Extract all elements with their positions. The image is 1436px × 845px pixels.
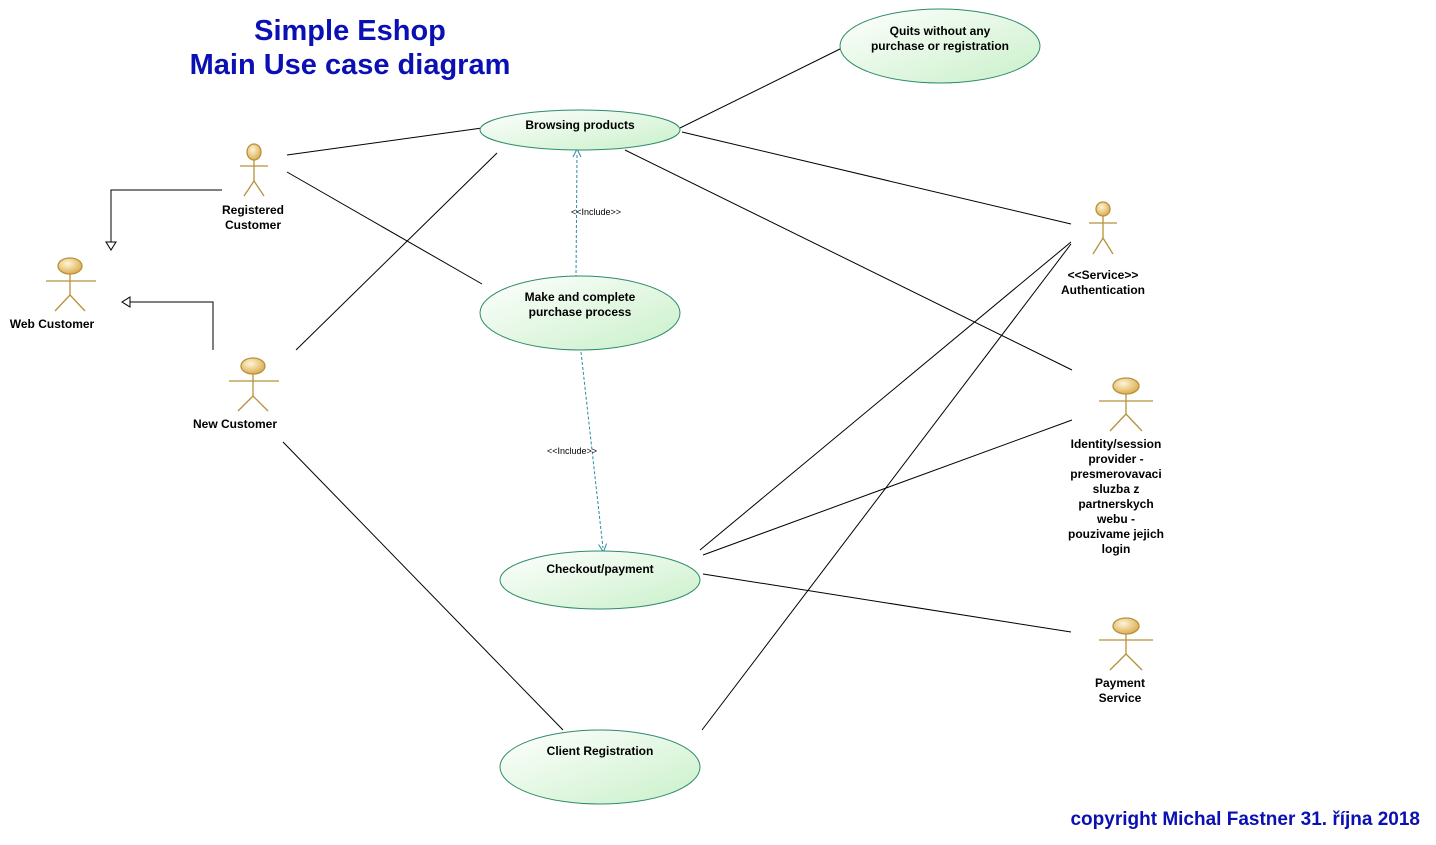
actor-payment-service-label: Payment Service	[1070, 676, 1170, 706]
gen-new-web	[130, 301, 214, 350]
usecase-purchase-line-1: Make and complete	[524, 290, 636, 304]
include-purchase-checkout	[580, 351, 603, 548]
usecase-checkout-line-1: Checkout/payment	[546, 562, 654, 576]
actor-web-customer-line-1: Web Customer	[9, 317, 95, 331]
actor-identity-provider-line-3: presmerovavaci	[1070, 467, 1162, 481]
usecase-browsing-line-1: Browsing products	[525, 118, 635, 132]
generalization-lines	[105, 189, 222, 350]
usecase-purchase[interactable]	[479, 275, 681, 351]
actor-identity-provider-figure[interactable]	[1099, 377, 1153, 432]
actor-identity-provider-line-2: provider -	[1088, 452, 1144, 466]
actor-authentication-figure[interactable]	[1089, 201, 1117, 255]
actor-payment-service-figure[interactable]	[1099, 617, 1153, 671]
actor-payment-service-line-1: Payment	[1094, 676, 1146, 690]
actor-authentication-line-1: <<Service>>	[1067, 268, 1139, 282]
title-line-1: Simple Eshop	[254, 15, 446, 47]
actor-registered-customer-label: Registered Customer	[203, 203, 303, 233]
usecase-registration-label: Client Registration	[500, 744, 700, 759]
actor-new-customer-figure[interactable]	[229, 357, 279, 412]
actor-identity-provider-line-5: partnerskych	[1078, 497, 1154, 511]
usecase-purchase-line-2: purchase process	[528, 305, 632, 319]
usecase-checkout-label: Checkout/payment	[500, 562, 700, 577]
include-purchase-browsing	[576, 153, 577, 279]
actor-new-customer-label: New Customer	[180, 417, 290, 432]
usecase-quits[interactable]	[839, 8, 1041, 84]
association-lines	[282, 47, 1073, 731]
include-label-2: <<Include>>	[547, 446, 598, 456]
gen-arrowhead-2	[121, 296, 131, 308]
assoc-new-registration	[282, 441, 564, 731]
assoc-registered-browsing	[286, 127, 483, 156]
assoc-checkout-auth	[699, 241, 1072, 551]
include-lines	[576, 153, 603, 548]
diagram-title: Simple Eshop Main Use case diagram	[150, 14, 550, 82]
assoc-checkout-payment	[702, 573, 1072, 633]
gen-arrowhead-1	[105, 241, 117, 251]
actor-web-customer-label: Web Customer	[2, 317, 102, 332]
actor-identity-provider-line-7: pouzivame jejich	[1067, 527, 1165, 541]
usecase-quits-label: Quits without any purchase or registrati…	[840, 24, 1040, 54]
title-line-2: Main Use case diagram	[189, 49, 511, 81]
usecase-checkout[interactable]	[499, 550, 701, 610]
actor-identity-provider-line-1: Identity/session	[1070, 437, 1162, 451]
usecase-quits-line-2: purchase or registration	[870, 39, 1010, 53]
assoc-browsing-identity	[624, 149, 1073, 371]
include-label-1: <<Include>>	[571, 207, 622, 217]
actor-identity-provider-line-4: sluzba z	[1092, 482, 1140, 496]
usecase-browsing[interactable]	[479, 109, 681, 151]
actor-authentication-label: <<Service>> Authentication	[1043, 268, 1163, 298]
actor-registered-customer-line-2: Customer	[224, 218, 281, 232]
usecase-browsing-label: Browsing products	[480, 118, 680, 133]
usecase-quits-line-1: Quits without any	[889, 24, 991, 38]
actor-registered-customer-figure[interactable]	[240, 143, 268, 197]
usecase-registration-line-1: Client Registration	[546, 744, 654, 758]
actor-identity-provider-line-6: webu -	[1097, 512, 1135, 526]
usecase-registration[interactable]	[499, 729, 701, 805]
gen-registered-web	[110, 189, 222, 242]
actor-authentication-line-2: Authentication	[1061, 283, 1145, 297]
assoc-browsing-auth	[681, 131, 1072, 225]
assoc-browsing-quits	[679, 47, 843, 129]
assoc-registration-auth	[701, 243, 1072, 731]
actor-identity-provider-line-8: login	[1101, 542, 1131, 556]
actor-new-customer-line-1: New Customer	[192, 417, 278, 431]
assoc-registered-purchase	[286, 171, 483, 285]
assoc-checkout-identity	[702, 419, 1073, 556]
actor-identity-provider-label: Identity/session provider - presmerovava…	[1056, 437, 1176, 557]
actor-registered-customer-line-1: Registered	[221, 203, 285, 217]
assoc-new-browsing	[295, 152, 498, 351]
copyright-text: copyright Michal Fastner 31. října 2018	[1070, 809, 1420, 830]
actor-payment-service-line-2: Service	[1098, 691, 1142, 705]
usecase-purchase-label: Make and complete purchase process	[480, 290, 680, 320]
actor-web-customer-figure[interactable]	[46, 257, 96, 312]
